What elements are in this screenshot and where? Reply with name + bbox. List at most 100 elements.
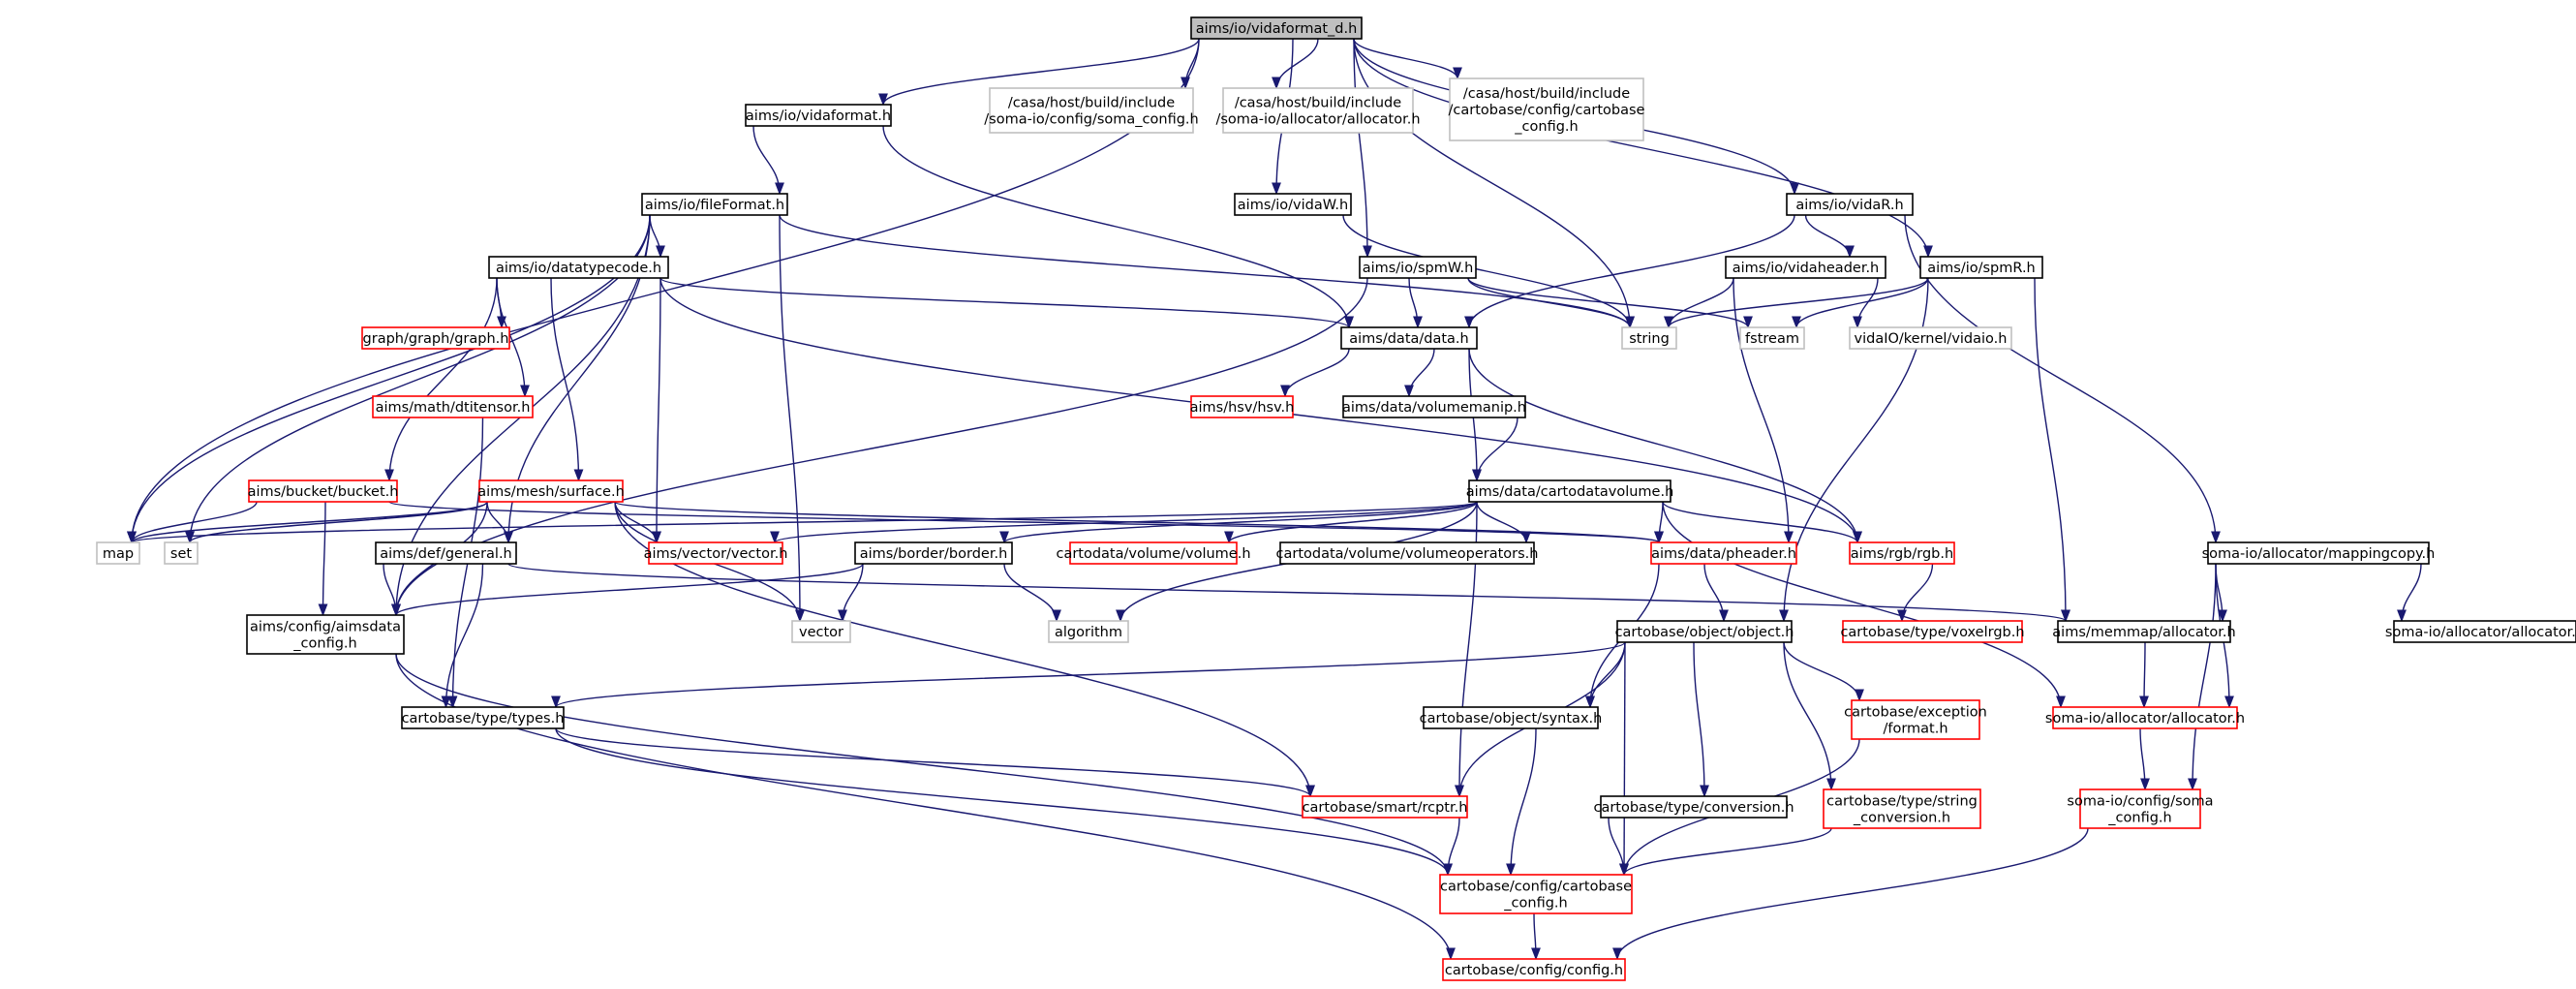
- node-box: [1190, 395, 1294, 418]
- node-soma-allocator[interactable]: soma-io/allocator/allocator.h: [2045, 706, 2245, 729]
- edge-line: [2192, 563, 2217, 790]
- node-label: cartobase/config/config.h: [1445, 963, 1623, 978]
- node-volumemanip[interactable]: aims/data/volumemanip.h: [1342, 395, 1526, 418]
- node-label: cartobase/smart/rcptr.h: [1303, 800, 1468, 816]
- node-label: aims/math/dtitensor.h: [376, 400, 531, 416]
- node-cartobase-config[interactable]: cartobase/config/cartobase_config.h: [1439, 874, 1633, 914]
- edge-syntax-to-cartobase-config: [1506, 727, 1537, 877]
- node-hsv[interactable]: aims/hsv/hsv.h: [1190, 395, 1295, 418]
- node-rcptr[interactable]: cartobase/smart/rcptr.h: [1302, 795, 1468, 819]
- node-soma-config-path[interactable]: /casa/host/build/include/soma-io/config/…: [984, 87, 1199, 134]
- node-syntax[interactable]: cartobase/object/syntax.h: [1420, 706, 1603, 729]
- node-graph-h[interactable]: graph/graph/graph.h: [361, 326, 510, 350]
- node-fstream[interactable]: fstream: [1739, 326, 1805, 350]
- node-object[interactable]: cartobase/object/object.h: [1615, 620, 1794, 643]
- edge-cartodatavolume-to-volume-h: [1224, 501, 1478, 544]
- edge-line: [779, 214, 1631, 328]
- edge-arrowhead: [127, 531, 137, 544]
- edge-object-to-syntax: [1585, 641, 1626, 709]
- node-volumeoperators[interactable]: cartodata/volume/volumeoperators.h: [1276, 541, 1539, 565]
- node-border[interactable]: aims/border/border.h: [854, 541, 1013, 565]
- node-soma-config[interactable]: soma-io/config/soma_config.h: [2067, 788, 2214, 829]
- edge-arrowhead: [1790, 182, 1799, 196]
- node-vector[interactable]: vector: [791, 620, 851, 643]
- node-data[interactable]: aims/data/data.h: [1340, 326, 1478, 350]
- node-label: cartobase/object/object.h: [1615, 625, 1794, 640]
- edge-line: [507, 563, 2067, 622]
- node-voxelrgb[interactable]: cartobase/type/voxelrgb.h: [1840, 620, 2025, 643]
- edge-fileFormat-to-string: [779, 214, 1635, 329]
- edge-spmR-to-memmap-allocator: [2034, 277, 2070, 623]
- node-box: [1234, 193, 1352, 216]
- edge-line: [550, 277, 580, 481]
- node-label: _config.h: [2107, 810, 2171, 825]
- node-general[interactable]: aims/def/general.h: [375, 541, 517, 565]
- node-aimsdata-config[interactable]: aims/config/aimsdata_config.h: [246, 614, 405, 655]
- node-box: [96, 541, 140, 565]
- edge-types-to-rcptr: [555, 727, 1315, 798]
- edge-surface-to-general: [486, 501, 513, 544]
- node-box: [361, 326, 510, 350]
- node-string-conversion[interactable]: cartobase/type/string_conversion.h: [1823, 788, 1981, 829]
- edge-root-to-vidaformat: [878, 38, 1200, 107]
- edge-arrowhead: [878, 93, 888, 107]
- node-box: [1069, 541, 1238, 565]
- edge-arrowhead: [1521, 531, 1531, 544]
- node-string[interactable]: string: [1621, 326, 1677, 350]
- node-exception-format[interactable]: cartobase/exception/format.h: [1844, 699, 1987, 740]
- node-map[interactable]: map: [96, 541, 140, 565]
- node-box: [791, 620, 851, 643]
- node-vidaR[interactable]: aims/io/vidaR.h: [1786, 193, 1914, 216]
- node-algorithm[interactable]: algorithm: [1048, 620, 1129, 643]
- node-box: [1842, 620, 2023, 643]
- edge-arrowhead: [1272, 77, 1281, 90]
- node-rgb[interactable]: aims/rgb/rgb.h: [1849, 541, 1955, 565]
- node-label: aims/border/border.h: [860, 546, 1008, 562]
- node-vidaheader[interactable]: aims/io/vidaheader.h: [1725, 256, 1886, 279]
- node-set[interactable]: set: [164, 541, 199, 565]
- node-spmW[interactable]: aims/io/spmW.h: [1359, 256, 1477, 279]
- node-pheader[interactable]: aims/data/pheader.h: [1650, 541, 1797, 565]
- node-spmR[interactable]: aims/io/spmR.h: [1919, 256, 2043, 279]
- node-vector-h[interactable]: aims/vector/vector.h: [644, 541, 788, 565]
- node-volume-h[interactable]: cartodata/volume/volume.h: [1056, 541, 1251, 565]
- node-bucket[interactable]: aims/bucket/bucket.h: [248, 479, 399, 503]
- edge-string-conversion-to-cartobase-config: [1619, 827, 1832, 877]
- node-label: cartobase/type/conversion.h: [1593, 800, 1794, 816]
- node-datatypecode[interactable]: aims/io/datatypecode.h: [488, 256, 669, 279]
- edge-border-to-vector: [838, 563, 864, 623]
- node-allocator-path[interactable]: /casa/host/build/include/soma-io/allocat…: [1215, 87, 1421, 134]
- node-box: [248, 479, 398, 503]
- node-soma-allocator-plain[interactable]: soma-io/allocator/allocator.h: [2385, 620, 2576, 643]
- node-box: [246, 614, 405, 655]
- node-fileFormat[interactable]: aims/io/fileFormat.h: [641, 193, 788, 216]
- node-surface[interactable]: aims/mesh/surface.h: [477, 479, 625, 503]
- node-dtitensor[interactable]: aims/math/dtitensor.h: [372, 395, 534, 418]
- node-cartodatavolume[interactable]: aims/data/cartodatavolume.h: [1466, 479, 1674, 503]
- node-label: aims/rgb/rgb.h: [1851, 546, 1953, 562]
- edge-line: [1353, 38, 1929, 258]
- node-conversion[interactable]: cartobase/type/conversion.h: [1593, 795, 1794, 819]
- node-box: [1222, 87, 1414, 134]
- edge-arrowhead: [185, 531, 195, 544]
- edge-memmap-allocator-to-soma-allocator: [2139, 641, 2149, 709]
- edge-vidaR-to-vidaheader: [1804, 214, 1855, 259]
- edge-arrowhead: [1845, 245, 1855, 259]
- edge-border-to-algorithm: [1003, 563, 1061, 623]
- edge-arrowhead: [1743, 316, 1753, 329]
- node-vidaW[interactable]: aims/io/vidaW.h: [1234, 193, 1352, 216]
- node-vidaio[interactable]: vidaIO/kernel/vidaio.h: [1849, 326, 2012, 350]
- node-memmap-allocator[interactable]: aims/memmap/allocator.h: [2052, 620, 2236, 643]
- edge-vidaheader-to-pheader: [1733, 277, 1794, 544]
- edge-root-to-soma-config-path: [1181, 38, 1200, 90]
- node-vidaformat[interactable]: aims/io/vidaformat.h: [745, 104, 892, 127]
- node-mappingcopy[interactable]: soma-io/allocator/mappingcopy.h: [2202, 541, 2436, 565]
- node-config[interactable]: cartobase/config/config.h: [1442, 958, 1626, 981]
- node-types[interactable]: cartobase/type/types.h: [401, 706, 565, 729]
- node-box: [989, 87, 1194, 134]
- node-label: /format.h: [1883, 721, 1947, 736]
- node-cartobase-config-path[interactable]: /casa/host/build/include/cartobase/confi…: [1449, 77, 1645, 141]
- edge-arrowhead: [1784, 531, 1794, 544]
- node-root[interactable]: aims/io/vidaformat_d.h: [1190, 16, 1363, 40]
- edge-datatypecode-to-dtitensor: [496, 277, 530, 398]
